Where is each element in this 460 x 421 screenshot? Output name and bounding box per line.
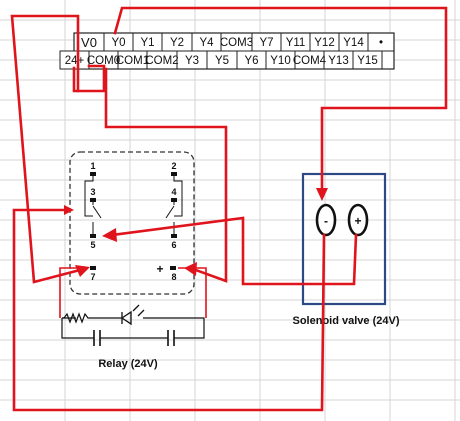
relay-pin-8: 8 — [171, 272, 176, 282]
capacitor-left-icon — [93, 330, 101, 346]
terminal-y6: Y6 — [244, 55, 258, 67]
relay-pin-7: 7 — [90, 272, 95, 282]
relay-pin-4: 4 — [171, 187, 176, 197]
terminal-com2: COM2 — [145, 55, 178, 67]
relay-base-circuit — [61, 317, 205, 339]
terminal-y0: Y0 — [111, 37, 125, 49]
terminal-y7: Y7 — [259, 37, 273, 49]
terminal-com1: COM1 — [116, 55, 149, 67]
terminal-y10: Y10 — [270, 55, 290, 67]
relay-contact-left — [84, 176, 102, 234]
terminal-y13: Y13 — [328, 55, 348, 67]
terminal-dot: • — [379, 37, 383, 49]
terminal-y4: Y4 — [199, 37, 214, 49]
terminal-y14: Y14 — [343, 37, 364, 49]
wire-com0-loop — [76, 64, 106, 93]
wire-bottom-return — [12, 208, 326, 412]
terminal-com4: COM4 — [293, 55, 327, 67]
terminal-y1: Y1 — [140, 37, 154, 49]
solenoid-minus-terminal — [315, 203, 337, 237]
terminal-row-bottom: 24+ COM0 COM1 COM2 Y3 Y5 Y6 Y10 COM4 Y13… — [59, 50, 383, 70]
capacitor-right-icon — [167, 330, 175, 346]
wire-solenoid-plus-to-relay — [110, 216, 358, 286]
wire-com0-to-pin8 — [104, 67, 228, 283]
wire-relay-base-right — [178, 267, 207, 318]
solenoid-valve: - + Solenoid valve (24V) — [293, 172, 400, 327]
relay-pins — [90, 172, 177, 270]
arrow-to-pin5 — [102, 228, 117, 242]
led-diode-icon — [120, 304, 145, 326]
terminal-v0: V0 — [81, 35, 97, 50]
wire-relay-base-left — [59, 267, 85, 318]
solenoid-minus-label: - — [324, 214, 328, 228]
terminal-y3: Y3 — [185, 55, 199, 67]
solenoid-outline — [301, 172, 387, 306]
relay-pin-5: 5 — [90, 240, 95, 250]
arrow-bottom-return — [64, 205, 74, 215]
relay-label: Relay (24V) — [98, 358, 158, 370]
relay-coil-plus: + — [156, 262, 163, 276]
terminal-y12: Y12 — [314, 37, 334, 49]
terminal-y15: Y15 — [357, 55, 377, 67]
relay-pin-3: 3 — [90, 187, 95, 197]
terminal-y2: Y2 — [170, 37, 184, 49]
arrow-to-pin8 — [184, 262, 197, 276]
terminal-y11: Y11 — [286, 37, 306, 49]
relay-outline — [69, 151, 195, 295]
solenoid-label: Solenoid valve (24V) — [293, 315, 400, 327]
resistor-icon — [62, 312, 89, 324]
wire-24plus-to-pin7 — [10, 14, 86, 284]
relay-contact-right — [165, 176, 183, 234]
solenoid-plus-terminal — [347, 203, 369, 237]
relay-pin-2: 2 — [171, 161, 176, 171]
arrow-to-solenoid-minus — [316, 188, 328, 201]
wiring — [10, 6, 448, 412]
terminal-row-top: V0 Y0 Y1 Y2 Y4 COM3 Y7 Y11 Y12 Y14 • — [73, 32, 395, 52]
relay-pin-1: 1 — [90, 161, 95, 171]
terminal-24plus: 24+ — [65, 55, 85, 67]
terminal-com3: COM3 — [220, 37, 253, 49]
solenoid-plus-label: + — [354, 214, 361, 228]
relay: 1 2 3 4 5 6 7 8 − + Relay (24V) — [61, 151, 205, 370]
terminal-com0: COM0 — [87, 55, 120, 67]
terminal-y5: Y5 — [215, 55, 229, 67]
relay-pin-6: 6 — [171, 240, 176, 250]
wire-v0-to-solenoid-minus — [113, 6, 448, 196]
terminal-block: V0 Y0 Y1 Y2 Y4 COM3 Y7 Y11 Y12 Y14 • 24+ — [59, 32, 395, 70]
